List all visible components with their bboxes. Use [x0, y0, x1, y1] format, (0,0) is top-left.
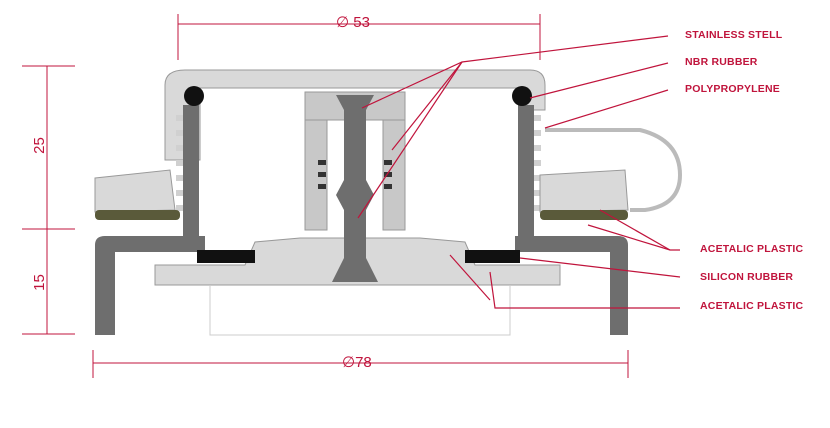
polypropylene-handle — [545, 128, 683, 212]
label-acetalic-plastic-upper: ACETALIC PLASTIC — [700, 243, 804, 255]
valve-stem — [304, 91, 406, 282]
label-nbr-rubber: NBR RUBBER — [685, 56, 758, 68]
lower-shell-outline — [209, 285, 511, 336]
label-stainless-steel: STAINLESS STELL — [685, 29, 783, 41]
olive-gasket-left — [95, 210, 180, 220]
nbr-oring-left — [184, 86, 204, 106]
dimension-lines — [22, 14, 629, 378]
lower-height-label: 15 — [30, 274, 48, 291]
olive-gasket-right — [540, 210, 628, 220]
label-silicon-rubber: SILICON RUBBER — [700, 271, 794, 283]
acetalic-clip-right — [539, 169, 629, 213]
acetalic-clip-left — [94, 169, 176, 213]
label-polypropylene: POLYPROPYLENE — [685, 83, 780, 95]
bottom-diameter-label: ∅78 — [342, 354, 372, 371]
label-acetalic-plastic-lower: ACETALIC PLASTIC — [700, 300, 804, 312]
leader-lines — [357, 35, 681, 309]
silicon-seal-right — [465, 250, 520, 263]
base-left — [95, 236, 205, 335]
polypropylene-cap — [164, 69, 546, 161]
silicon-seal-left — [197, 250, 255, 263]
base-right — [515, 236, 628, 335]
nbr-oring-right — [512, 86, 532, 106]
top-diameter-label: ∅ 53 — [336, 14, 370, 31]
upper-height-label: 25 — [30, 137, 48, 154]
threaded-walls — [176, 105, 541, 240]
